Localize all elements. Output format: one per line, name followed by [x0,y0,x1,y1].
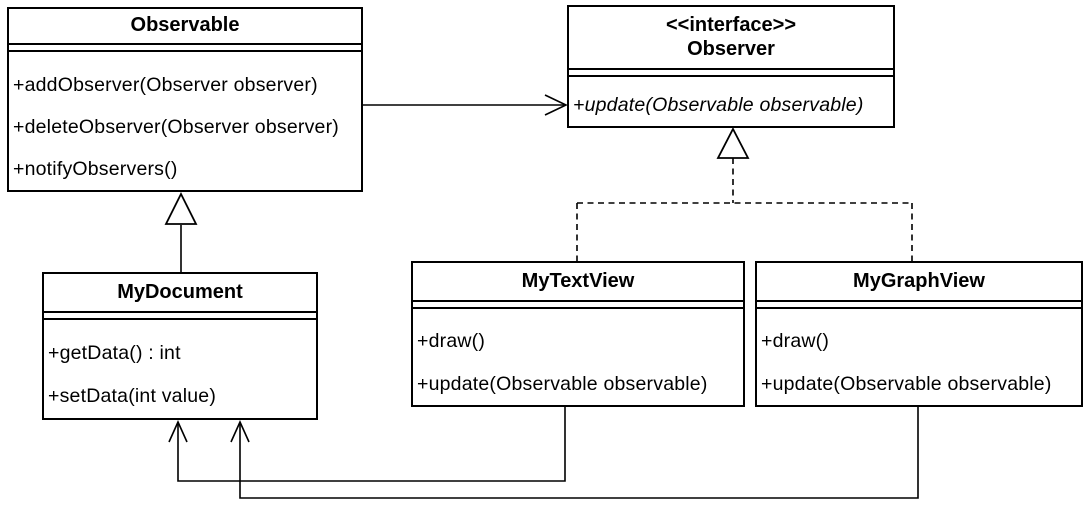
method-entry: +update(Observable observable) [761,373,1052,395]
method-entry: +deleteObserver(Observer observer) [13,116,339,138]
method-entry: +setData(int value) [48,385,217,407]
attributes-compartment [569,70,893,77]
open-arrowhead-icon [230,420,250,443]
attributes-compartment [9,45,361,52]
association-line [239,407,919,499]
method-entry: +update(Observable observable) [417,373,708,395]
attributes-compartment [757,302,1081,309]
hollow-triangle-icon [164,191,198,225]
methods-compartment: +update(Observable observable) [569,77,893,127]
class-name: MyGraphView [853,270,985,292]
class-title: Observable [9,9,361,45]
association-observable-to-observer [363,94,568,116]
class-name: Observable [130,14,240,36]
method-entry: +draw() [761,330,830,352]
open-arrowhead-icon [544,94,568,116]
association-line [177,407,566,482]
association-mytextview-to-mydocument [168,407,566,482]
class-name: MyDocument [117,281,243,303]
methods-compartment: +draw() +update(Observable observable) [413,309,743,406]
class-box-mydocument: MyDocument +getData() : int +setData(int… [42,272,318,420]
class-box-mygraphview: MyGraphView +draw() +update(Observable o… [755,261,1083,407]
hollow-triangle-icon [716,127,750,159]
class-name: MyTextView [521,270,635,292]
method-entry: +update(Observable observable) [573,94,864,116]
method-entry: +draw() [417,330,486,352]
class-title: <<interface>> Observer [569,7,893,70]
class-title: MyDocument [44,274,316,313]
class-box-observer: <<interface>> Observer +update(Observabl… [567,5,895,128]
method-entry: +addObserver(Observer observer) [13,74,318,96]
realization-views-to-observer [576,127,913,261]
methods-compartment: +getData() : int +setData(int value) [44,320,316,418]
class-box-mytextview: MyTextView +draw() +update(Observable ob… [411,261,745,407]
methods-compartment: +addObserver(Observer observer) +deleteO… [9,52,361,190]
association-mygraphview-to-mydocument [230,407,919,499]
method-entry: +getData() : int [48,342,181,364]
open-arrowhead-icon [168,420,188,443]
attributes-compartment [44,313,316,320]
class-box-observable: Observable +addObserver(Observer observe… [7,7,363,192]
generalization-mydocument-to-observable [164,191,198,272]
method-entry: +notifyObservers() [13,158,178,180]
class-name: Observer [687,38,775,60]
methods-compartment: +draw() +update(Observable observable) [757,309,1081,406]
class-title: MyTextView [413,263,743,302]
class-title: MyGraphView [757,263,1081,302]
class-stereotype: <<interface>> [665,14,797,36]
attributes-compartment [413,302,743,309]
